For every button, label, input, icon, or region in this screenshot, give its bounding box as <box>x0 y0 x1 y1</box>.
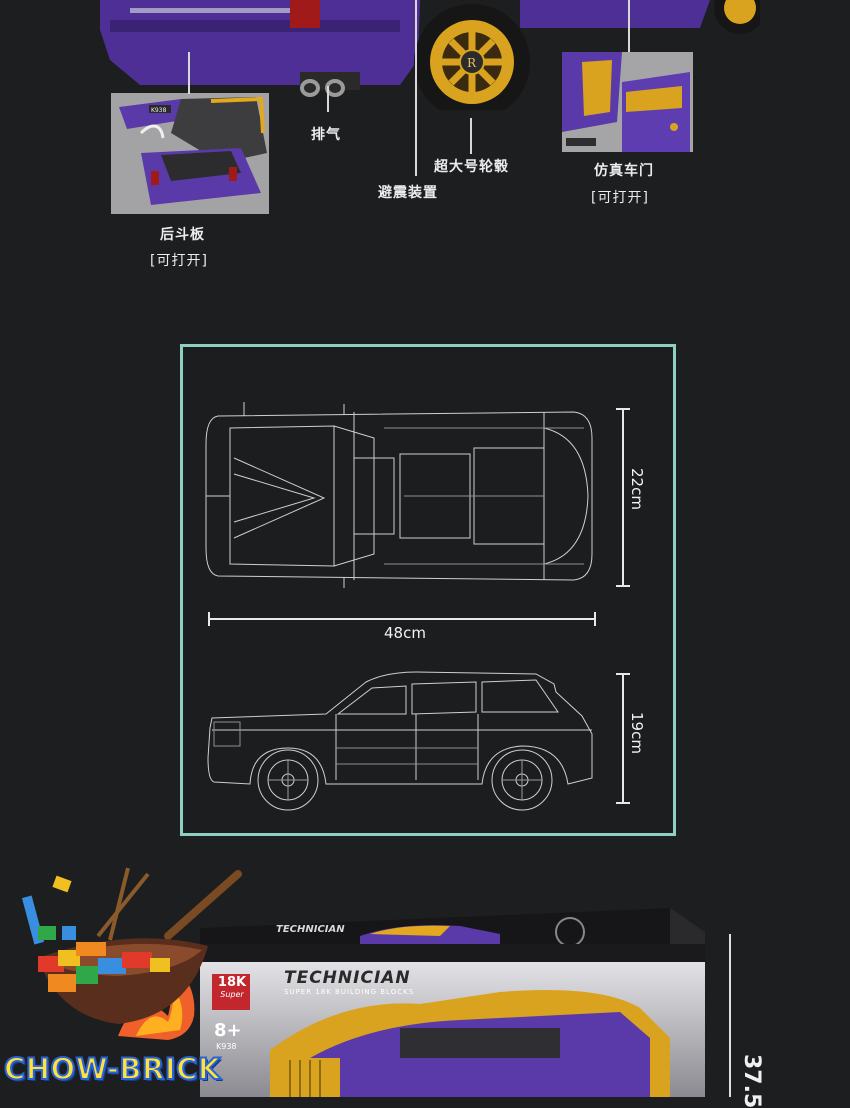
width-tick-top <box>616 408 630 410</box>
box-age: 8+ <box>214 1020 242 1041</box>
height-dimension-label: 19cm <box>628 712 646 754</box>
callout-line-exhaust <box>327 86 329 112</box>
chow-brick-logo-graphic <box>18 866 248 1042</box>
box-brand-badge: 18K Super <box>214 975 250 1000</box>
top-view-blueprint <box>204 398 594 594</box>
height-dimension-line <box>622 673 624 803</box>
exhaust-label: 排气 <box>311 127 341 143</box>
box-measure-label: 37.5 <box>739 1054 764 1108</box>
side-view-blueprint <box>206 668 596 814</box>
box-series-title: TECHNICIAN <box>284 968 411 988</box>
height-tick-bottom <box>616 802 630 804</box>
chow-brick-logo-text: CHOW-BRICK <box>3 1051 221 1087</box>
door-label: 仿真车门 <box>594 163 654 179</box>
box-subseries: SUPER 18K BUILDING BLOCKS <box>284 988 415 996</box>
callout-line-wheel <box>470 118 472 154</box>
suspension-label: 避震装置 <box>378 185 438 201</box>
width-dimension-label: 22cm <box>628 468 646 510</box>
callout-line-tailgate <box>188 52 190 94</box>
height-tick-top <box>616 673 630 675</box>
box-brand: 18K <box>217 975 247 990</box>
length-dimension-line <box>208 618 596 620</box>
box-model: K938 <box>216 1042 237 1051</box>
length-tick-right <box>594 612 596 626</box>
tailgate-label: 后斗板 <box>160 227 205 243</box>
wheel-hub-label: 超大号轮毂 <box>434 159 509 175</box>
tailgate-photo: K938 <box>111 93 269 214</box>
svg-text:R: R <box>467 56 477 70</box>
box-measure-line <box>729 934 731 1097</box>
door-photo <box>562 52 693 152</box>
width-tick-bottom <box>616 585 630 587</box>
box-header-band: TECHNICIAN <box>276 924 345 935</box>
callout-line-door <box>628 0 630 52</box>
width-dimension-line <box>622 408 624 586</box>
product-box: TECHNICIAN 18K Super TECHNICIAN SUPER 18… <box>200 908 705 1097</box>
callout-line-suspension <box>415 0 417 176</box>
plate-text: K938 <box>151 107 167 114</box>
tailgate-note: [可打开] <box>150 253 208 269</box>
length-tick-left <box>208 612 210 626</box>
dimensions-frame <box>180 344 676 836</box>
door-note: [可打开] <box>591 190 649 206</box>
car-photo-top: R <box>100 0 766 120</box>
box-brand-sub: Super <box>220 990 244 999</box>
length-dimension-label: 48cm <box>384 624 426 642</box>
